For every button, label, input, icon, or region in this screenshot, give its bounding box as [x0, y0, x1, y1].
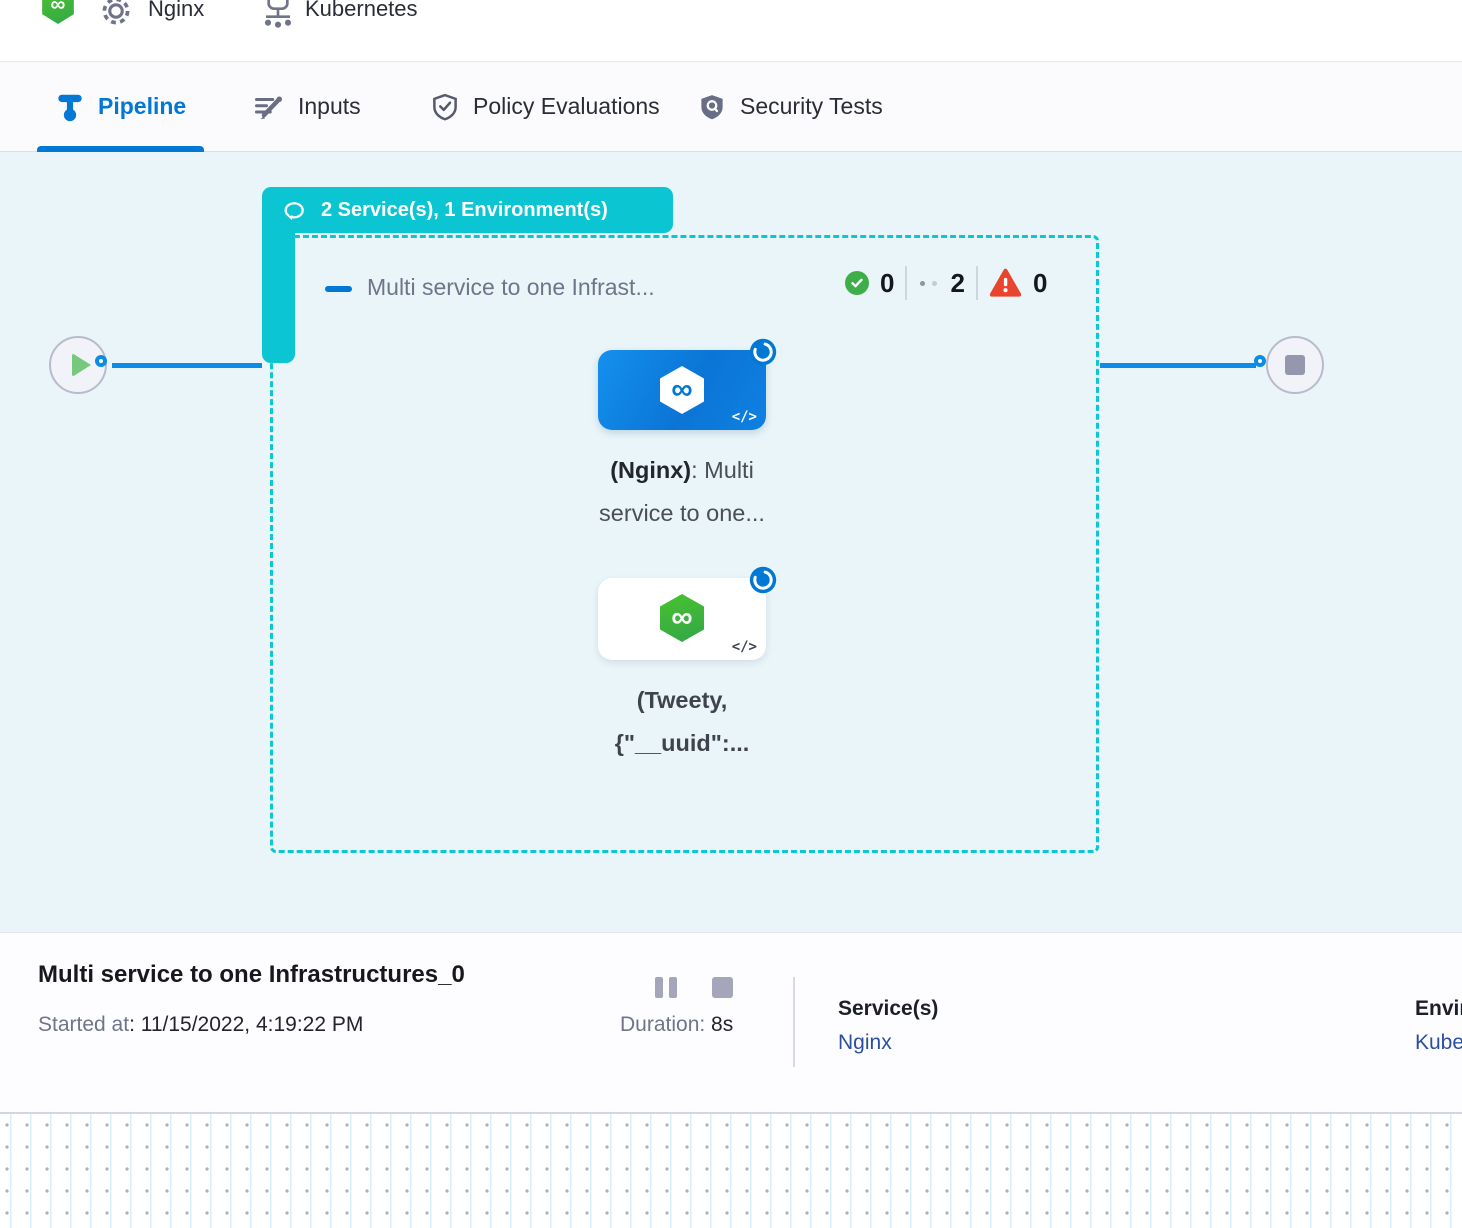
stage-status-counts: 0 2 0	[845, 266, 1047, 300]
duration-text: Duration: 8s	[620, 1013, 734, 1036]
stage-group-strip	[262, 232, 295, 363]
tab-policy-evaluations[interactable]: Policy Evaluations	[412, 62, 678, 151]
security-shield-icon	[701, 94, 723, 119]
breadcrumb-service-name[interactable]: Nginx	[148, 0, 205, 21]
service-node-nginx[interactable]: ∞ </>	[598, 338, 777, 430]
pause-button[interactable]	[655, 977, 677, 998]
node-label-tweety: (Tweety, {"__uuid":...	[614, 687, 750, 756]
tab-label: Pipeline	[98, 93, 187, 119]
inputs-icon	[255, 96, 282, 119]
success-check-icon	[845, 271, 869, 295]
breadcrumb-environment-name[interactable]: Kubernetes	[305, 0, 418, 21]
tab-security-tests[interactable]: Security Tests	[679, 62, 901, 151]
execution-summary-bar: Multi service to one Infrastructures_0 S…	[0, 932, 1462, 1112]
harness-service-icon: ∞	[660, 594, 704, 642]
loop-icon	[284, 202, 304, 220]
tab-label: Security Tests	[740, 93, 883, 119]
tab-inputs[interactable]: Inputs	[235, 62, 379, 151]
execution-title: Multi service to one Infrastructures_0	[38, 961, 465, 988]
active-tab-underline	[37, 146, 205, 152]
pipeline-canvas: 2 Service(s), 1 Environment(s) Multi ser…	[0, 152, 1462, 932]
kubernetes-icon[interactable]	[262, 0, 294, 28]
stage-title[interactable]: Multi service to one Infrast...	[367, 274, 655, 300]
node-label-nginx: (Nginx): Multi service to one...	[599, 457, 765, 526]
divider	[975, 266, 978, 300]
warning-triangle-icon	[989, 268, 1022, 297]
console-grid-area	[0, 1112, 1462, 1228]
stage-group-badge-label: 2 Service(s), 1 Environment(s)	[321, 198, 608, 221]
tab-pipeline[interactable]: Pipeline	[37, 62, 205, 152]
running-spinner-icon	[749, 566, 777, 594]
started-at-text: Started at: 11/15/2022, 4:19:22 PM	[38, 1013, 364, 1036]
stage-group-box	[270, 235, 1099, 853]
running-spinner-icon	[749, 338, 777, 366]
divider	[905, 266, 908, 300]
gear-icon[interactable]	[99, 0, 133, 28]
environments-label: Environment(s)	[1415, 997, 1462, 1020]
failed-count: 0	[1032, 267, 1048, 298]
services-label: Service(s)	[838, 997, 939, 1020]
play-icon	[71, 353, 91, 377]
connector-line-left	[112, 363, 262, 368]
policy-shield-icon	[433, 93, 457, 121]
connector-dot-left	[95, 354, 107, 367]
tab-label: Inputs	[298, 93, 361, 119]
running-count: 2	[950, 267, 965, 298]
stop-icon	[1285, 355, 1305, 375]
harness-service-icon: ∞	[660, 366, 704, 414]
pipeline-end-node	[1266, 336, 1324, 394]
stage-group-badge[interactable]: 2 Service(s), 1 Environment(s)	[262, 187, 673, 233]
connector-dot-right	[1254, 354, 1266, 367]
execution-header: ∞ Nginx Kubernetes	[0, 0, 1462, 62]
code-icon: </>	[731, 639, 757, 655]
connector-line-right	[1100, 363, 1256, 368]
execution-tabbar: Pipeline Inputs Policy Evaluations	[0, 62, 1462, 152]
abort-button[interactable]	[712, 977, 733, 998]
collapse-stage-icon[interactable]	[325, 286, 352, 292]
tab-label: Policy Evaluations	[473, 93, 660, 119]
harness-service-icon: ∞	[42, 0, 74, 24]
success-count: 0	[880, 267, 895, 298]
services-link[interactable]: Nginx	[838, 1031, 892, 1054]
service-node-tweety[interactable]: ∞ </>	[598, 566, 777, 660]
environments-link[interactable]: Kubernetes	[1415, 1031, 1462, 1054]
code-icon: </>	[731, 409, 757, 425]
divider	[793, 977, 795, 1067]
pipeline-icon	[58, 94, 82, 121]
running-dots-icon	[918, 280, 939, 286]
